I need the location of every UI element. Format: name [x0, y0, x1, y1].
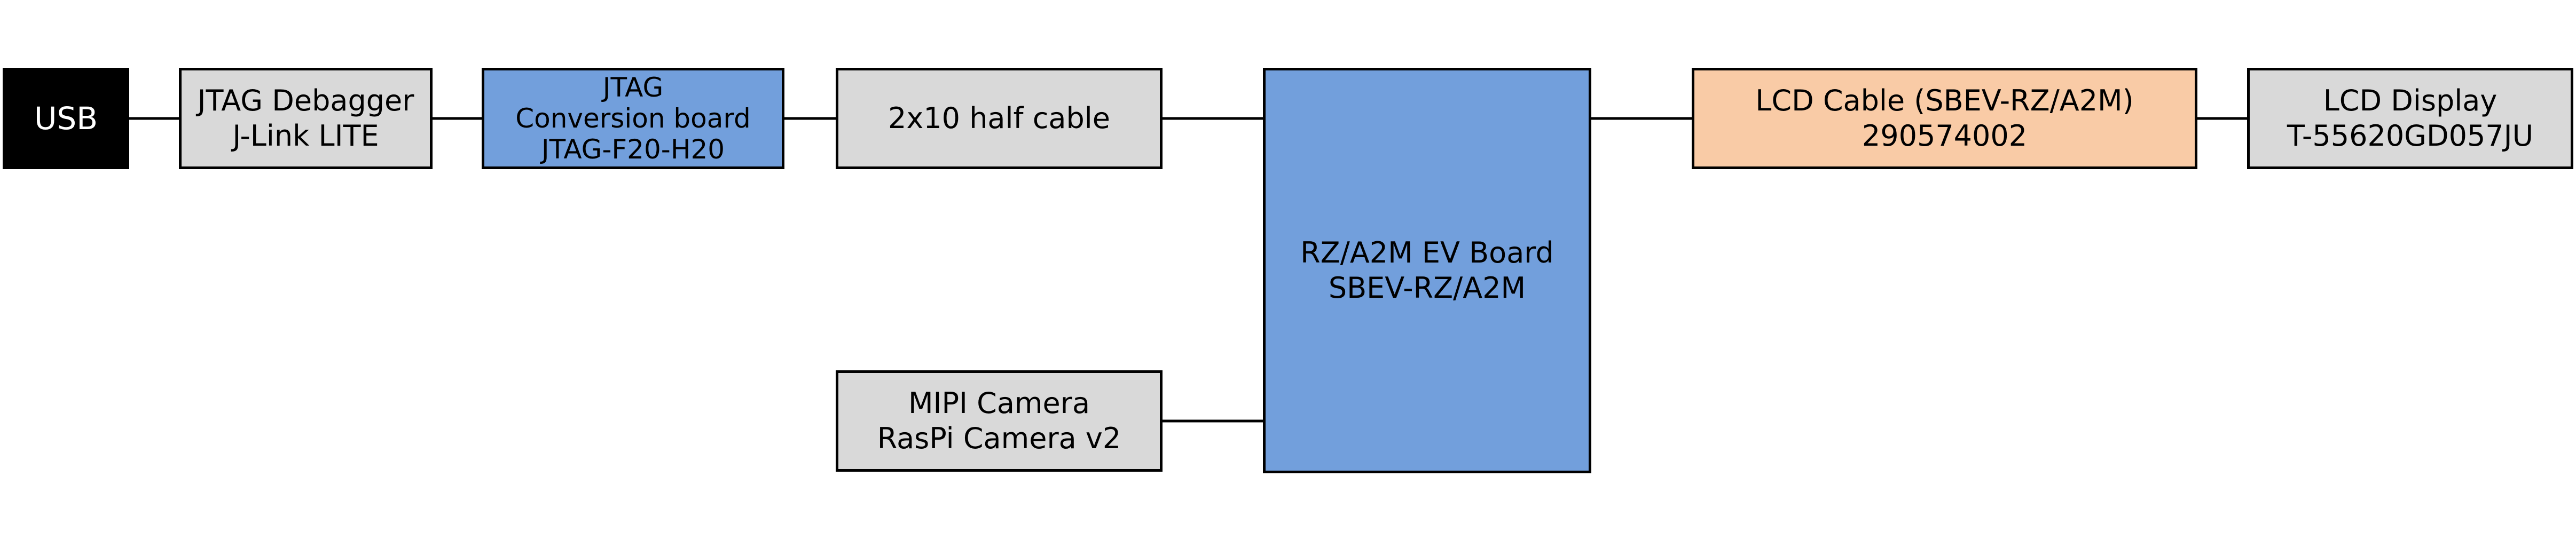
jtag-conversion-label-line2: Conversion board	[515, 103, 751, 134]
jtag-conversion-model: JTAG-F20-H20	[541, 134, 725, 165]
rz-board-model: SBEV-RZ/A2M	[1328, 271, 1526, 305]
jtag-debugger-box: JTAG Debagger J-Link LITE	[179, 68, 433, 169]
lcd-cable-part-number: 290574002	[1862, 119, 2028, 153]
lcd-cable-label: LCD Cable (SBEV-RZ/A2M)	[1755, 84, 2134, 118]
mipi-camera-box: MIPI Camera RasPi Camera v2	[836, 370, 1163, 472]
jtag-conversion-label-line1: JTAG	[602, 72, 664, 103]
usb-box: USB	[3, 68, 129, 169]
lcd-display-model: T-55620GD057JU	[2287, 119, 2534, 153]
jtag-conversion-board-box: JTAG Conversion board JTAG-F20-H20	[482, 68, 784, 169]
rz-a2m-ev-board-box: RZ/A2M EV Board SBEV-RZ/A2M	[1263, 68, 1591, 473]
mipi-camera-model: RasPi Camera v2	[877, 422, 1121, 455]
half-cable-box: 2x10 half cable	[836, 68, 1163, 169]
jtag-debugger-label: JTAG Debagger	[197, 84, 414, 118]
rz-board-label: RZ/A2M EV Board	[1300, 236, 1554, 270]
lcd-cable-box: LCD Cable (SBEV-RZ/A2M) 290574002	[1692, 68, 2197, 169]
jtag-debugger-model: J-Link LITE	[232, 119, 379, 153]
lcd-display-box: LCD Display T-55620GD057JU	[2247, 68, 2573, 169]
lcd-display-label: LCD Display	[2323, 84, 2498, 118]
mipi-camera-label: MIPI Camera	[908, 386, 1090, 420]
half-cable-label: 2x10 half cable	[888, 101, 1110, 136]
usb-label: USB	[34, 100, 98, 137]
